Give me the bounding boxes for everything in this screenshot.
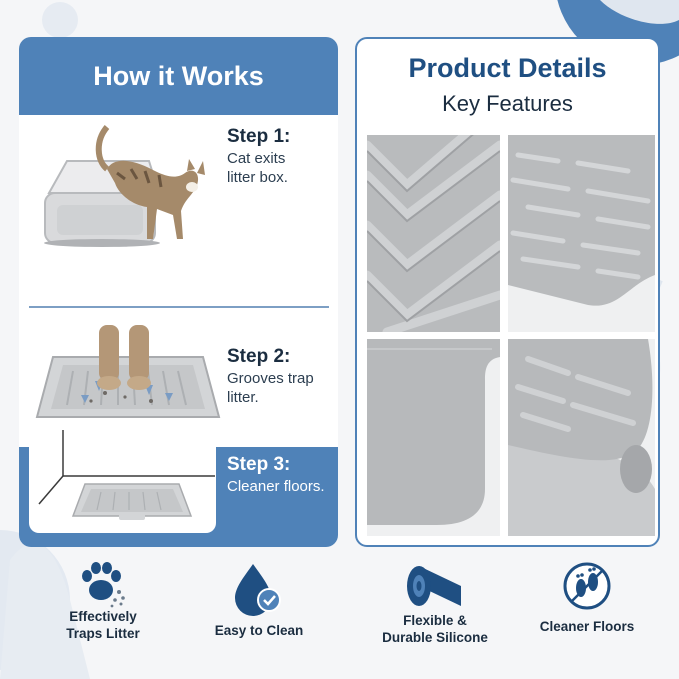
step1-cat-litter-box-image [44,125,205,247]
steps-area: Step 1: Cat exits litter box. Step 2: G [19,115,338,447]
product-details-panel: Product Details Key Features [355,37,660,547]
feature-easy-clean-label: Easy to Clean [214,623,304,638]
feature-traps-litter-line2: Traps Litter [66,626,140,641]
step1-desc-line1: Cat exits [227,150,286,167]
step3-desc-line1: Cleaner floors. [227,478,325,495]
mat-texture-photo [367,339,500,536]
paw-icon [82,562,125,608]
step2-text: Step 2: Grooves trap litter. [227,345,337,407]
feature-flexible-line1: Flexible & [403,613,467,628]
product-details-title: Product Details [408,53,607,83]
step1-text: Step 1: Cat exits litter box. [227,125,337,187]
water-drop-check-icon [235,564,281,616]
mat-rolled-photo [508,339,655,536]
step3-text: Step 3: Cleaner floors. [227,453,337,496]
feature-cleaner-floors: Cleaner Floors [512,560,662,635]
how-it-works-title: How it Works [93,60,264,91]
key-features-subtitle: Key Features [442,91,573,116]
feature-traps-litter: Effectively Traps Litter [28,560,178,642]
step2-desc-line2: litter. [227,389,259,406]
feature-easy-clean: Easy to Clean [184,560,334,639]
step2-desc-line1: Grooves trap [227,370,314,387]
mat-dash-grooves-photo [508,135,655,332]
mat-chevron-grooves-photo [367,135,500,332]
rolled-mat-icon [407,566,461,606]
feature-traps-litter-line1: Effectively [69,609,137,624]
step3-image-card [29,418,216,533]
step1-desc-line2: litter box. [227,169,288,186]
step3-clean-floor-image [38,430,215,520]
footprints-circle-icon [563,562,611,610]
step2-paws-on-mat-image [35,325,221,418]
step3-title: Step 3: [227,454,291,475]
step2-title: Step 2: [227,346,291,367]
step1-title: Step 1: [227,126,291,147]
feature-flexible-line2: Durable Silicone [382,630,488,645]
step-divider [29,306,329,308]
feature-flexible-durable: Flexible & Durable Silicone [360,560,510,646]
feature-cleaner-floors-label: Cleaner Floors [539,619,635,634]
how-it-works-panel: How it Works Step 1: Cat exits litter bo… [19,37,338,547]
